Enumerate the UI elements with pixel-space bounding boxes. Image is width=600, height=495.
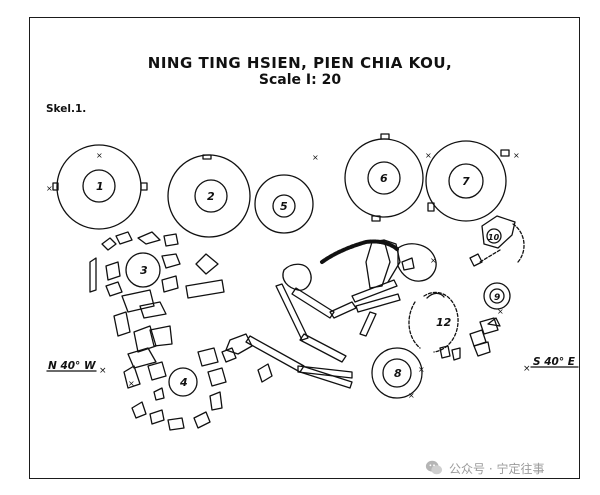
svg-text:×: ×	[312, 153, 319, 162]
vessel-number: 5	[280, 200, 288, 213]
svg-text:×: ×	[418, 365, 425, 374]
svg-text:×: ×	[513, 151, 520, 160]
vessel-3: 3	[125, 252, 161, 288]
orientation-label-se: S 40° E	[533, 356, 575, 368]
skeleton	[225, 239, 437, 389]
svg-text:×: ×	[497, 307, 504, 316]
pottery-shards	[439, 253, 501, 361]
vessel-6: 6	[344, 133, 424, 222]
svg-text:×: ×	[430, 256, 437, 265]
vessel-9: 9	[483, 282, 511, 310]
vessel-number: 9	[494, 293, 500, 303]
svg-text:×: ×	[128, 379, 135, 388]
wechat-icon	[425, 460, 443, 475]
vessel-number: 10	[488, 233, 500, 242]
vessel-1: × 1	[52, 144, 148, 230]
vessel-number: 8	[394, 367, 402, 380]
survey-mark: ×	[523, 364, 531, 374]
skeleton-label: Skel.1.	[46, 103, 87, 115]
vessel-7: 7	[425, 140, 510, 222]
vessel-2: 2	[167, 154, 251, 238]
vessel-8: 8	[371, 347, 423, 399]
vessel-number: 3	[140, 264, 148, 277]
svg-text:×: ×	[408, 391, 415, 400]
vessel-number: 12	[436, 316, 452, 329]
watermark: 公众号 · 宁定往事	[425, 457, 585, 479]
vessel-10: 10	[479, 215, 525, 263]
vessel-number: 1	[96, 180, 104, 193]
vessel-number: 4	[179, 376, 188, 389]
svg-text:×: ×	[96, 151, 103, 160]
survey-mark: ×	[99, 366, 107, 376]
drawing-frame	[29, 17, 580, 479]
vessel-number: 7	[462, 175, 470, 188]
orientation-label-nw: N 40° W	[48, 360, 96, 372]
vessel-number: 6	[380, 172, 388, 185]
survey-marks: × × × × × × × × ×	[46, 151, 520, 400]
svg-text:×: ×	[425, 151, 432, 160]
vessel-4: 4	[168, 367, 198, 397]
vessel-5: 5	[254, 174, 314, 234]
drawing-scale: Scale I: 20	[258, 72, 342, 88]
vessel-number: 2	[207, 190, 215, 203]
drawing-title: NING TING HSIEN, PIEN CHIA KOU,	[147, 54, 453, 72]
svg-text:×: ×	[46, 184, 53, 193]
pottery-shards	[89, 231, 237, 431]
watermark-text: 公众号 · 宁定往事	[449, 461, 545, 476]
vessel-12: 12	[408, 291, 459, 353]
